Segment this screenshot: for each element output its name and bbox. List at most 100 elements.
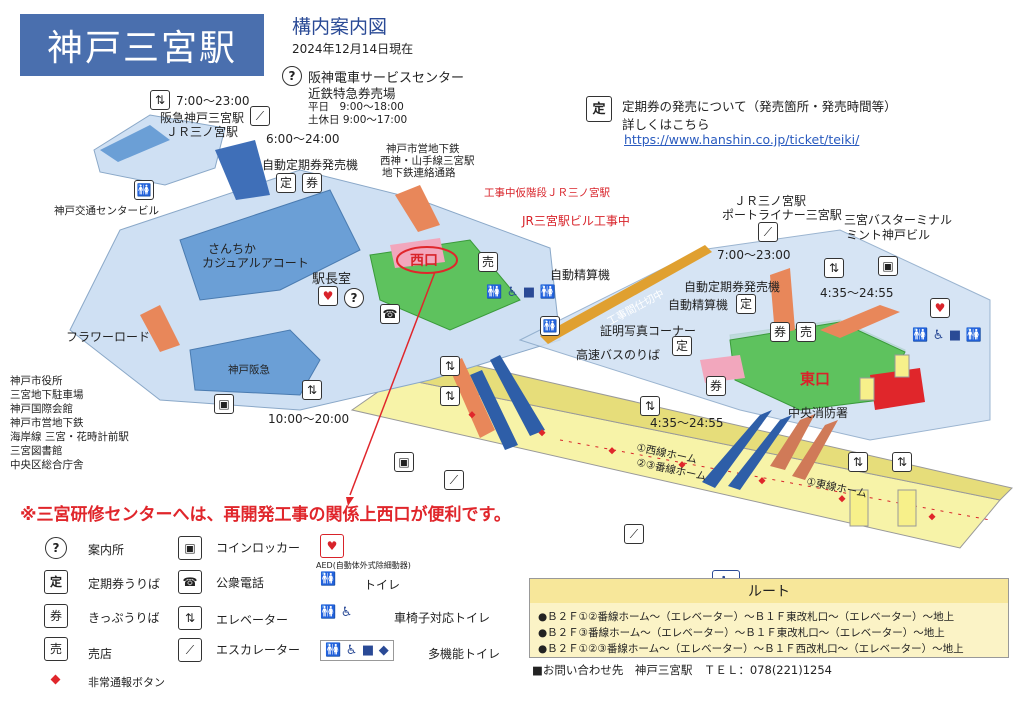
route-line-1: ●Ｂ２Ｆ①②番線ホーム～（エレベーター）～Ｂ１Ｆ東改札口～（エレベーター）～地上 [538, 611, 955, 623]
label-auto-commuter-east: 自動定期券発売機 [684, 280, 781, 294]
label-auto-commuter-west: 自動定期券発売機 [262, 158, 359, 172]
label-subway1: 神戸市営地下鉄 [386, 143, 460, 155]
phone-icon: ☎ [178, 570, 202, 594]
escalator-icon: ⟋ [178, 638, 202, 662]
elevator-icon: ⇅ [178, 606, 202, 630]
legend-escalator-label: エスカレーター [216, 643, 301, 657]
dest-library: 三宮図書館 [10, 445, 63, 457]
dest-city-hall: 神戸市役所 [10, 375, 63, 387]
dest-kaigan: 海岸線 三宮・花時計前駅 [10, 431, 129, 443]
legend-shop-label: 売店 [88, 647, 113, 661]
label-jr-east2: ポートライナー三宮駅 [722, 208, 842, 222]
accessible-route-box: ルート ●Ｂ２Ｆ①②番線ホーム～（エレベーター）～Ｂ１Ｆ東改札口～（エレベーター… [529, 578, 1009, 658]
phone-icon: ☎ [380, 304, 400, 324]
route-line-2: ●Ｂ２Ｆ③番線ホーム～（エレベーター）～Ｂ１Ｆ東改札口～（エレベーター）～地上 [538, 627, 945, 639]
label-jr-bldg: JR三宮駅ビル工事中 [522, 214, 630, 228]
commuter-pass-icon: 定 [586, 96, 612, 122]
elevator-icon: ⇅ [892, 452, 912, 472]
elevator-icon: ⇅ [440, 356, 460, 376]
shop-icon: 売 [44, 637, 68, 661]
legend-phone-label: 公衆電話 [216, 576, 265, 590]
label-kobe-hankyu: 神戸阪急 [228, 364, 270, 376]
legend-elevator-label: エレベーター [216, 613, 289, 627]
commuter-info-line1: 定期券の発売について（発売箇所・発売時間等） [622, 99, 897, 114]
multi-toilet-icon: 🚻 ♿ ■ ◆ [320, 640, 394, 661]
coin-locker-icon: ▣ [394, 452, 414, 472]
aed-icon: ♥ [320, 534, 344, 558]
station-title: 神戸三宮駅 [20, 14, 264, 76]
aed-icon: ♥ [318, 286, 338, 306]
service-center-name: 阪神電車サービスセンター [308, 71, 465, 86]
legend-info-label: 案内所 [88, 543, 125, 557]
label-hours-escalator: 6:00～24:00 [266, 132, 340, 146]
dest-kokusai: 神戸国際会館 [10, 403, 73, 415]
elevator-icon: ⇅ [848, 452, 868, 472]
label-fire-office: 中央消防署 [788, 406, 849, 420]
coin-locker-icon: ▣ [878, 256, 898, 276]
coin-locker-icon: ▣ [214, 394, 234, 414]
toilet-icon: 🚻 [134, 180, 154, 200]
kobe-hankyu-area [189, 329, 321, 396]
service-center-weekend-hours: 土休日 9:00～17:00 [308, 114, 408, 126]
label-hankyu: 阪急神戸三宮駅 [160, 111, 245, 125]
coin-locker-icon: ▣ [178, 536, 202, 560]
elevator-icon: ⇅ [440, 386, 460, 406]
label-hours-west-top: 7:00～23:00 [176, 94, 250, 108]
commuter-info-line2: 詳しくはこちら [622, 117, 710, 132]
label-bus-terminal1: 三宮バスターミナル [844, 213, 953, 227]
label-flower-road: フラワーロード [66, 330, 151, 344]
label-sanchika1: さんちか [208, 242, 257, 256]
label-subway3: 地下鉄連絡通路 [382, 167, 456, 179]
route-title: ルート [530, 579, 1008, 603]
red-block [870, 368, 925, 410]
label-hours-west-bottom: 10:00～20:00 [268, 412, 350, 426]
label-photo-corner: 証明写真コーナー [600, 324, 697, 338]
label-hours-east-bottom: 4:35～24:55 [650, 416, 724, 430]
label-stationmaster: 駅長室 [312, 272, 352, 287]
label-auto-fare-east: 自動精算機 [668, 298, 729, 312]
info-icon: ? [45, 537, 67, 559]
commuter-info-link[interactable]: https://www.hanshin.co.jp/ticket/teiki/ [624, 132, 860, 147]
dest-ward-office: 中央区総合庁舎 [10, 459, 84, 471]
label-jr-sannomiya-west: ＪＲ三ノ宮駅 [166, 125, 239, 139]
legend-multi-toilet-label: 多機能トイレ [428, 647, 501, 661]
info-icon: ? [282, 66, 302, 86]
shop-icon: 売 [478, 252, 498, 272]
commuter-pass-icon: 定 [276, 173, 296, 193]
route-line-3: ●Ｂ２Ｆ①②③番線ホーム～（エレベーター）～Ｂ１Ｆ西改札口～（エレベーター）～地… [538, 643, 964, 655]
toilet-icon: 🚻 [540, 316, 560, 336]
service-center-sub: 近鉄特急券売場 [308, 86, 396, 101]
label-subway2: 西神・山手線三宮駅 [380, 155, 475, 167]
legend-wheelchair-toilet-label: 車椅子対応トイレ [394, 611, 491, 625]
label-auto-fare-west: 自動精算機 [550, 268, 611, 282]
aed-icon: ♥ [930, 298, 950, 318]
legend-ticket-label: きっぷうりば [88, 611, 160, 625]
label-temp-stairs: 工事中仮階段ＪＲ三ノ宮駅 [484, 187, 610, 199]
dest-parking: 三宮地下駐車場 [10, 389, 84, 401]
escalator-icon: ⟋ [758, 222, 778, 242]
legend-aed-label: AED(自動体外式除細動器) [316, 561, 411, 570]
label-east-exit: 東口 [800, 370, 831, 388]
ticket-icon: 券 [302, 173, 322, 193]
toilet-group-east: 🚻 ♿ ■ 🚻 [912, 328, 982, 343]
label-jr-east1: ＪＲ三ノ宮駅 [734, 194, 807, 208]
elevator-icon: ⇅ [824, 258, 844, 278]
elevator-icon: ⇅ [302, 380, 322, 400]
shop-icon: 売 [796, 322, 816, 342]
commuter-pass-icon: 定 [44, 570, 68, 594]
label-sanchika2: カジュアルアコート [202, 256, 309, 270]
ticket-icon: 券 [770, 322, 790, 342]
label-hours-east-elevator: 4:35～24:55 [820, 286, 894, 300]
info-icon: ? [344, 288, 364, 308]
sanchika-area [179, 189, 361, 301]
label-kotsu-center: 神戸交通センタービル [54, 205, 159, 217]
notice-west-exit: ※三宮研修センターへは、再開発工事の関係上西口が便利です。 [20, 505, 511, 525]
commuter-pass-icon: 定 [736, 294, 756, 314]
toilet-group-west: 🚻 ♿ ■ 🚻 [486, 285, 556, 300]
label-hours-east-top: 7:00～23:00 [717, 248, 791, 262]
legend-emergency-label: 非常通報ボタン [88, 676, 165, 689]
legend-toilet-label: トイレ [364, 578, 401, 592]
elevator-icon: ⇅ [150, 90, 170, 110]
ticket-icon: 券 [44, 604, 68, 628]
wheelchair-toilet-icon: 🚻 ♿ [320, 605, 353, 620]
